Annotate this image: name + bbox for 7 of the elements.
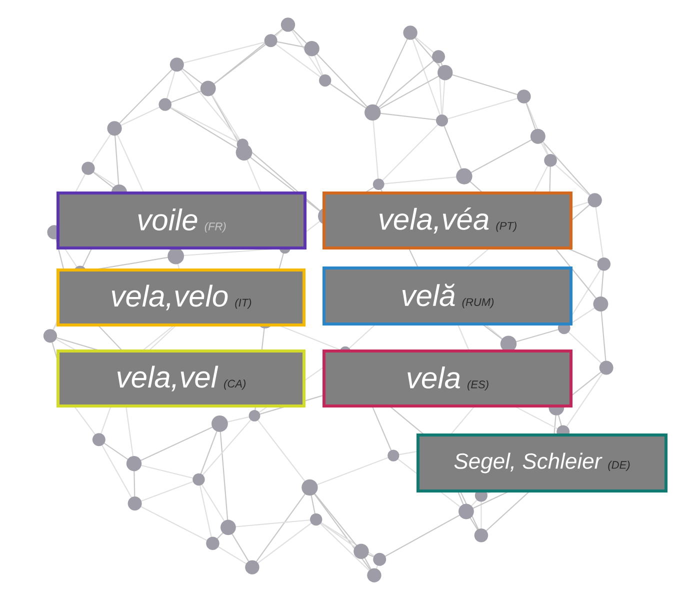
- word-box: Segel, Schleier (DE): [416, 434, 668, 492]
- word-box: vela,véa (PT): [322, 192, 572, 250]
- word-box: voile (FR): [56, 192, 306, 250]
- word-box: vela (ES): [322, 350, 572, 408]
- word-box: vela,vel (CA): [56, 350, 306, 408]
- word-box: vela,velo (IT): [56, 268, 306, 326]
- word-box: velă (RUM): [322, 266, 572, 326]
